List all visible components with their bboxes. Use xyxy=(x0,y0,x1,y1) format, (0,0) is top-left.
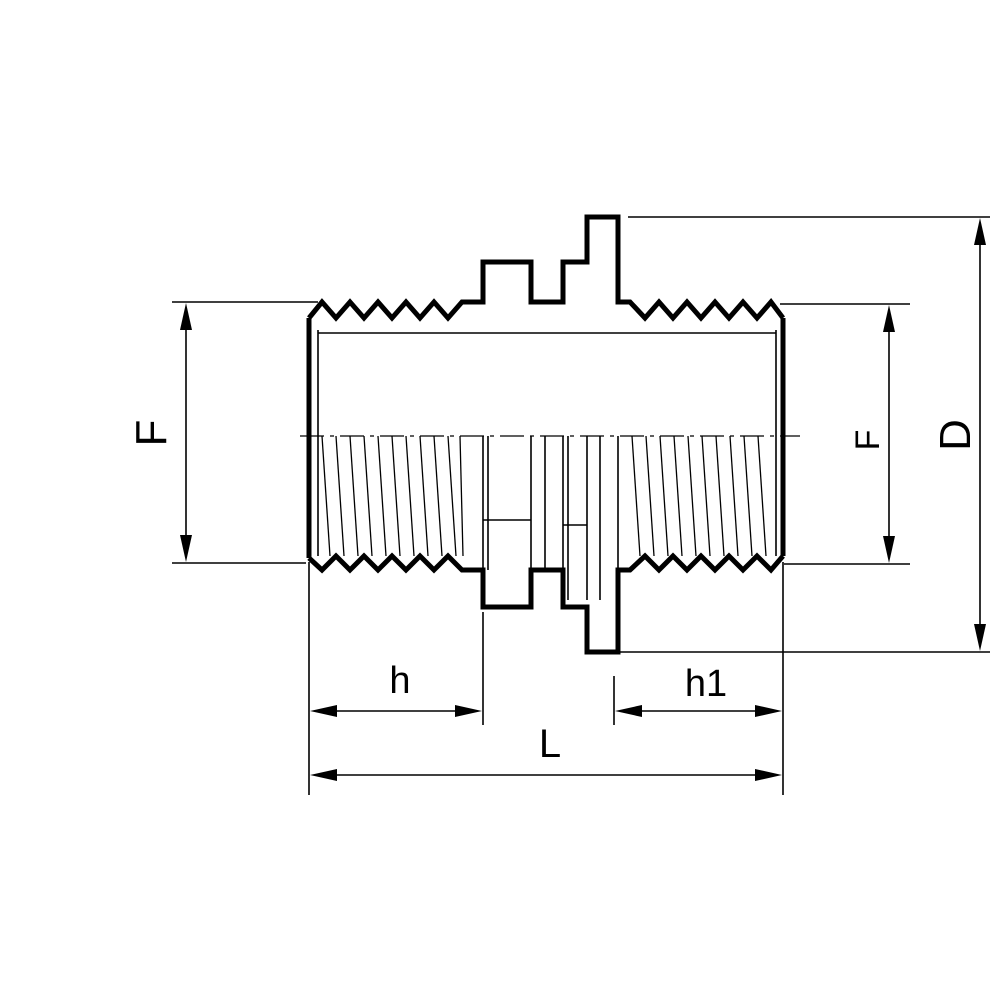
hex-section-lines xyxy=(482,436,619,600)
left-thread-hatching xyxy=(321,435,464,557)
label-D: D xyxy=(931,419,980,451)
dimension-F-right: F xyxy=(780,303,910,565)
top-profile xyxy=(307,214,785,322)
label-F-left: F xyxy=(127,420,176,447)
bottom-profile xyxy=(307,552,785,655)
label-F-right: F xyxy=(849,430,887,451)
right-thread-hatching xyxy=(631,435,767,557)
dimension-h: h xyxy=(308,562,484,795)
dimension-h1: h1 xyxy=(613,562,784,795)
dimension-F-left: F xyxy=(127,301,318,564)
label-L: L xyxy=(539,722,561,766)
label-h: h xyxy=(389,660,410,702)
dimension-D: D xyxy=(620,216,990,653)
dimension-L: L xyxy=(310,722,782,781)
fitting-body xyxy=(300,214,800,655)
label-h1: h1 xyxy=(685,663,727,705)
